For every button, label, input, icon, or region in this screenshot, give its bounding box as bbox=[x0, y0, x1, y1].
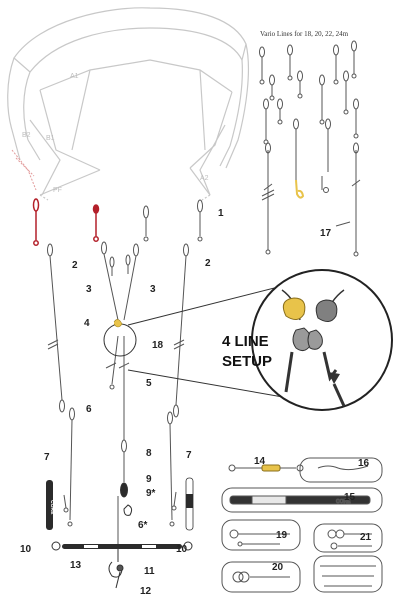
yellow-loop-small bbox=[113, 319, 123, 328]
vario-title: Vario Lines for 18, 20, 22, 24m bbox=[260, 30, 349, 38]
spare-parts: CORE bbox=[221, 457, 383, 593]
part-16: 16 bbox=[358, 458, 370, 469]
bar-spare-brand: CORE bbox=[336, 499, 351, 505]
part-3-right: 3 bbox=[150, 284, 156, 295]
part-11: 11 bbox=[144, 566, 155, 577]
float-left-brand: CORE bbox=[49, 500, 55, 515]
part-3-left: 3 bbox=[86, 284, 92, 295]
part-9: 9 bbox=[146, 474, 152, 485]
part-6b: 6* bbox=[138, 520, 148, 531]
part-7-left: 7 bbox=[44, 452, 50, 463]
part-14: 14 bbox=[254, 456, 266, 467]
red-rear-lines bbox=[11, 149, 37, 191]
part-1: 1 bbox=[218, 208, 224, 219]
part-10-right: 10 bbox=[176, 544, 188, 555]
part-4: 4 bbox=[84, 318, 90, 329]
part-18: 18 bbox=[152, 340, 164, 351]
line-set bbox=[32, 189, 275, 548]
vario-yellow-pigtail bbox=[295, 179, 305, 199]
part-21: 21 bbox=[360, 532, 372, 543]
part-19: 19 bbox=[276, 530, 288, 541]
part-9b: 9* bbox=[146, 488, 156, 499]
part-6: 6 bbox=[86, 404, 92, 415]
part-5: 5 bbox=[146, 378, 152, 389]
kite-outline bbox=[7, 7, 250, 201]
part-13: 13 bbox=[70, 560, 82, 571]
label-a2: A2 bbox=[200, 175, 209, 182]
red-lines bbox=[32, 198, 100, 246]
control-bar: CORE bbox=[46, 477, 194, 551]
part-12: 12 bbox=[140, 586, 152, 597]
detail-ring bbox=[103, 323, 137, 357]
callout-detail bbox=[251, 269, 393, 411]
label-pf: PF bbox=[53, 187, 62, 194]
callout-line2: SETUP bbox=[222, 353, 272, 370]
part-8: 8 bbox=[146, 448, 152, 459]
vario-lines bbox=[259, 40, 361, 257]
part-10-left: 10 bbox=[20, 544, 32, 555]
part-7-right: 7 bbox=[186, 450, 192, 461]
depower-hardware bbox=[108, 482, 133, 589]
part-17: 17 bbox=[320, 228, 332, 239]
part-15: 15 bbox=[344, 492, 356, 503]
part-2-right: 2 bbox=[205, 258, 211, 269]
part-2-left: 2 bbox=[72, 260, 78, 271]
label-b1: B1 bbox=[46, 135, 55, 142]
callout-line1: 4 LINE bbox=[222, 333, 269, 350]
label-b2: B2 bbox=[22, 132, 31, 139]
part-20: 20 bbox=[272, 562, 284, 573]
label-a1: A1 bbox=[70, 73, 79, 80]
